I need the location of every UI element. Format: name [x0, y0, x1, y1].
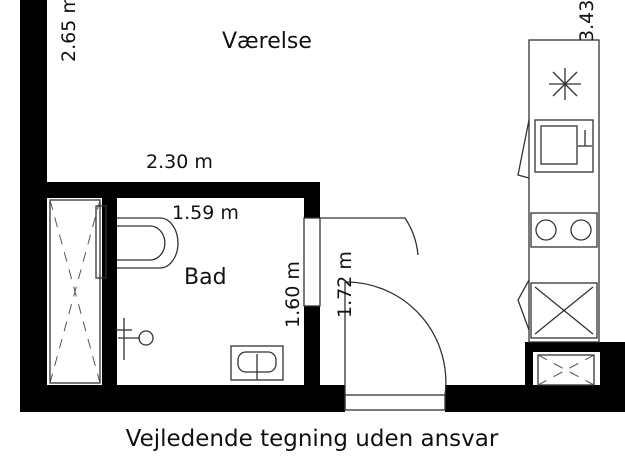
toilet-tank [95, 205, 107, 279]
kitchen-cabinet-bottom [517, 279, 530, 331]
door-threshold [344, 394, 446, 411]
dim-vaerelse-height: 2.65 m [58, 0, 80, 62]
dim-vaerelse-length: 3.43 [576, 0, 598, 42]
toilet-seat [117, 225, 166, 261]
shower-area [49, 199, 101, 384]
door-frame [303, 217, 321, 307]
dim-door-gap: 1.72 m [334, 251, 356, 318]
kitchen-sink-basin [540, 125, 578, 165]
right-lower-wall [600, 342, 625, 412]
burner-left-icon [535, 219, 557, 241]
shower-faucet [116, 318, 154, 360]
kitchen [517, 39, 600, 386]
kitchen-side-wall [525, 342, 533, 392]
bottom-outer-wall-right [445, 385, 625, 412]
bathroom-right-wall-upper [304, 182, 320, 218]
shower-outline [49, 199, 101, 384]
burner-right-icon [570, 219, 592, 241]
toilet [95, 205, 179, 279]
cooktop [530, 212, 598, 248]
dim-bad-depth: 1.60 m [282, 261, 304, 328]
sink [230, 345, 284, 381]
bathroom-inner-left-wall [102, 182, 117, 392]
shower-diagonal-2 [49, 199, 101, 384]
door-swing-arc [344, 281, 447, 396]
kitchen-cabinet-top [517, 119, 530, 179]
faucet-knob [138, 330, 154, 346]
bathroom-top-wall [20, 182, 320, 198]
walls [20, 0, 625, 412]
caption: Vejledende tegning uden ansvar [126, 426, 499, 452]
door-swing-upper [320, 217, 419, 256]
kitchen-base-wall [525, 342, 625, 352]
dim-bad-width: 1.59 m [172, 202, 239, 224]
entrance-door [303, 217, 447, 411]
bathroom-right-wall-lower [304, 306, 320, 391]
left-outer-wall [20, 0, 47, 412]
fridge [530, 282, 598, 339]
toilet-bowl [117, 217, 179, 269]
room-label-vaerelse: Værelse [222, 29, 312, 54]
base-cabinet [537, 354, 595, 386]
kitchen-counter [528, 39, 600, 343]
bottom-outer-wall [20, 385, 345, 412]
room-label-bad: Bad [184, 265, 227, 290]
extractor-icon [549, 68, 581, 100]
kitchen-sink-outer [534, 119, 594, 173]
dim-top-width: 2.30 m [146, 151, 213, 173]
